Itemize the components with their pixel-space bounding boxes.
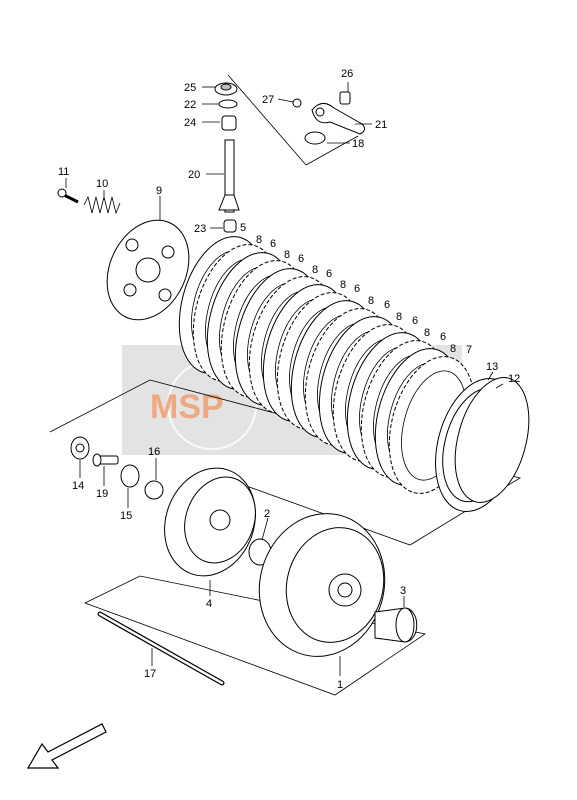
- callout-23: 23: [194, 223, 206, 235]
- push-rod: [97, 611, 225, 686]
- callout-6: 6: [270, 238, 276, 250]
- callout-11: 11: [58, 166, 69, 178]
- primary-driven-gear: [258, 513, 386, 657]
- release-shaft-assembly: [214, 82, 240, 233]
- callout-6: 6: [298, 253, 304, 265]
- pressure-plate: [106, 219, 190, 321]
- callout-18: 18: [352, 138, 364, 150]
- callout-8: 8: [368, 295, 374, 307]
- callout-8: 8: [424, 327, 430, 339]
- callout-8: 8: [312, 264, 318, 276]
- callout-3: 3: [400, 585, 406, 597]
- callout-6: 6: [326, 268, 332, 280]
- callout-9: 9: [156, 185, 162, 197]
- callout-4: 4: [206, 598, 212, 610]
- callout-19: 19: [96, 488, 108, 500]
- callout-6: 6: [412, 315, 418, 327]
- callout-15: 15: [120, 510, 132, 522]
- callout-20: 20: [188, 169, 200, 181]
- callout-26: 26: [341, 68, 353, 80]
- clutch-plate-stack: [178, 236, 476, 494]
- watermark-text: MSP: [150, 388, 224, 426]
- callout-8: 8: [284, 249, 290, 261]
- callout-1: 1: [337, 679, 343, 691]
- callout-12: 12: [508, 373, 520, 385]
- spacer: [374, 607, 418, 643]
- bearing-parts: [70, 436, 164, 500]
- callout-10: 10: [96, 178, 108, 190]
- clutch-sleeve-hub: [164, 467, 272, 577]
- release-lever-assembly: [292, 91, 366, 145]
- callout-8: 8: [396, 311, 402, 323]
- callout-24: 24: [184, 117, 196, 129]
- callout-17: 17: [144, 668, 156, 680]
- callout-25: 25: [184, 82, 196, 94]
- callout-8: 8: [450, 343, 456, 355]
- callout-5: 5: [240, 222, 246, 234]
- callout-8: 8: [256, 234, 262, 246]
- callout-14: 14: [72, 480, 84, 492]
- callout-16: 16: [148, 446, 160, 458]
- spring-bolt-set: [57, 188, 121, 215]
- clutch-rings: [435, 377, 530, 512]
- callout-6: 6: [440, 331, 446, 343]
- callout-22: 22: [184, 99, 196, 111]
- callout-13: 13: [486, 361, 498, 373]
- front-direction-arrow: [26, 723, 107, 769]
- callout-6: 6: [354, 283, 360, 295]
- callout-8: 8: [340, 279, 346, 291]
- callout-2: 2: [264, 508, 270, 520]
- callout-6: 6: [384, 299, 390, 311]
- callout-21: 21: [375, 119, 387, 131]
- callout-7: 7: [466, 344, 472, 356]
- leader-lines: [65, 82, 504, 676]
- callout-27: 27: [262, 94, 274, 106]
- callout-labels: 1 2 3 4 5 6 6 6 6 6 6 6 7 8 8 8 8 8 8 8 …: [58, 68, 520, 691]
